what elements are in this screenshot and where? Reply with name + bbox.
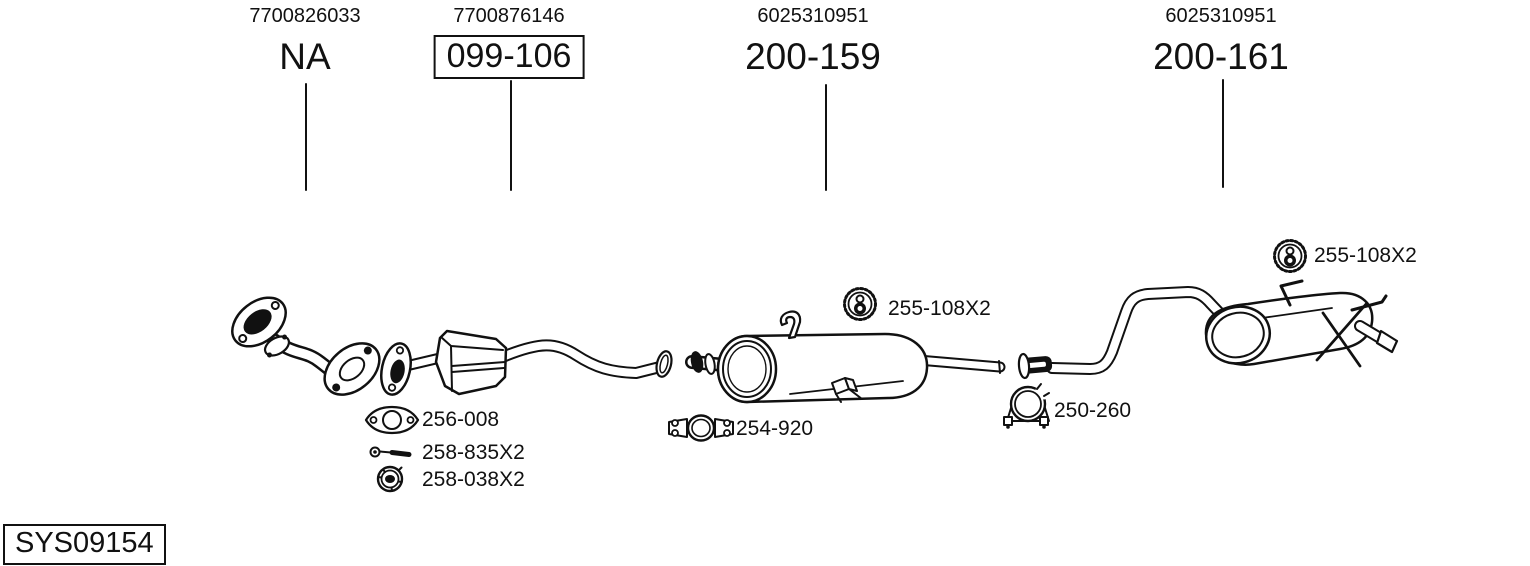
oe-number: 7700876146 (453, 5, 565, 27)
leader-lines (305, 79, 1224, 191)
oe-number: 6025310951 (1165, 5, 1277, 27)
part-label-gasket: 256-008 (422, 408, 500, 431)
part-label-band-clamp: 250-260 (1054, 399, 1132, 422)
rubber-hanger-icon (843, 287, 877, 321)
rubber-hanger-icon (1273, 239, 1307, 273)
part-label-hanger-mid: 255-108X2 (888, 297, 991, 320)
header-column-4: 6025310951 200-161 (1153, 5, 1289, 75)
part-label-hanger-rear: 255-108X2 (1314, 244, 1417, 267)
oe-number: 7700826033 (249, 5, 361, 27)
system-code-badge: SYS09154 (3, 524, 166, 566)
catalytic-converter-drawing (380, 329, 673, 396)
rear-muffler-drawing (1017, 279, 1399, 380)
part-label-clamp: 254-920 (736, 417, 814, 440)
bosal-code: 200-161 (1153, 36, 1289, 77)
part-label-bolt: 258-835X2 (422, 441, 525, 464)
flattened-pipe-end (1017, 352, 1053, 380)
header-column-2: 7700876146 099-106 (433, 5, 585, 79)
header-column-3: 6025310951 200-159 (745, 5, 881, 75)
gasket-icon (364, 405, 420, 435)
bosal-code-boxed: 099-106 (433, 35, 585, 79)
oe-number: 6025310951 (757, 5, 869, 27)
header-column-1: 7700826033 NA (249, 5, 360, 75)
middle-muffler-drawing (685, 310, 1006, 404)
flange-nut-icon (376, 465, 404, 493)
part-label-nut: 258-038X2 (422, 468, 525, 491)
bosal-code: NA (279, 36, 331, 77)
pipe-clamp-icon (668, 414, 734, 442)
bosal-code: 200-159 (745, 36, 881, 77)
bolt-icon (369, 446, 412, 458)
front-pipe-drawing (231, 296, 381, 396)
band-clamp-icon (1003, 383, 1050, 429)
